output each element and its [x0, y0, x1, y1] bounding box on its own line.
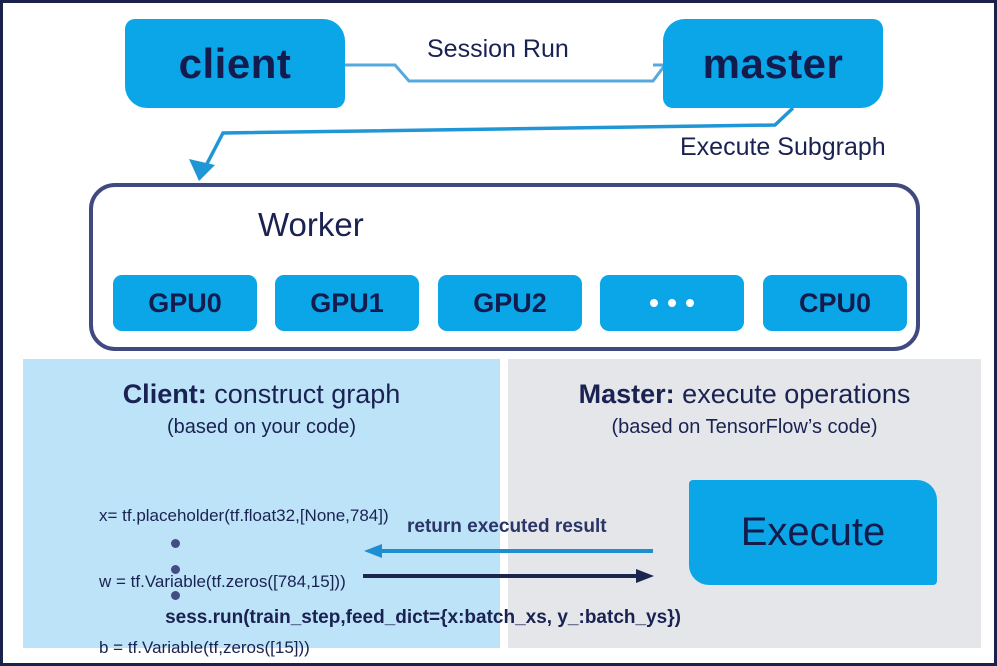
device-gpu2[interactable]: GPU2 [438, 275, 582, 331]
session-run-label: Session Run [427, 35, 569, 63]
session-run-connector [345, 63, 653, 83]
master-panel-subtitle: (based on TensorFlow’s code) [611, 416, 878, 438]
master-panel-title-bold: Master: [578, 379, 675, 409]
code-line: x= tf.placeholder(tf.float32,[None,784]) [99, 506, 389, 525]
client-panel-title-bold: Client: [122, 379, 207, 409]
client-panel [23, 359, 500, 648]
connector-lines [189, 63, 795, 181]
master-panel-title-rest: execute operations [674, 379, 911, 409]
client-panel-title: Client: construct graph [23, 379, 500, 410]
device-ellipsis[interactable] [600, 275, 744, 331]
client-node[interactable]: client [125, 19, 345, 108]
device-gpu1[interactable]: GPU1 [275, 275, 419, 331]
panel-flow-arrows [363, 544, 654, 583]
execute-subgraph-label: Execute Subgraph [680, 133, 886, 161]
master-node[interactable]: master [663, 19, 883, 108]
client-panel-subtitle: (based on your code) [166, 416, 356, 438]
master-panel-title: Master: execute operations [508, 379, 981, 410]
device-gpu0[interactable]: GPU0 [113, 275, 257, 331]
session-run-connector-join [409, 64, 667, 83]
code-line: b = tf.Variable(tf,zeros([15])) [99, 638, 310, 657]
request-arrow-head [636, 569, 654, 583]
execute-subgraph-arrow-line [197, 106, 795, 180]
client-panel-title-rest: construct graph [206, 379, 401, 409]
execute-node[interactable]: Execute [689, 480, 937, 585]
return-executed-result-label: return executed result [407, 516, 607, 537]
return-arrow-head [364, 544, 382, 558]
sess-run-line: sess.run(train_step,feed_dict={x:batch_x… [165, 607, 681, 628]
client-code-block: x= tf.placeholder(tf.float32,[None,784])… [99, 461, 389, 663]
horizontal-ellipsis-icon [650, 299, 694, 307]
code-line: w = tf.Variable(tf.zeros([784,15])) [99, 572, 346, 591]
device-cpu0[interactable]: CPU0 [763, 275, 907, 331]
execute-subgraph-arrowhead [189, 159, 215, 181]
worker-title: Worker [258, 206, 364, 243]
vertical-ellipsis-icon [171, 539, 180, 600]
